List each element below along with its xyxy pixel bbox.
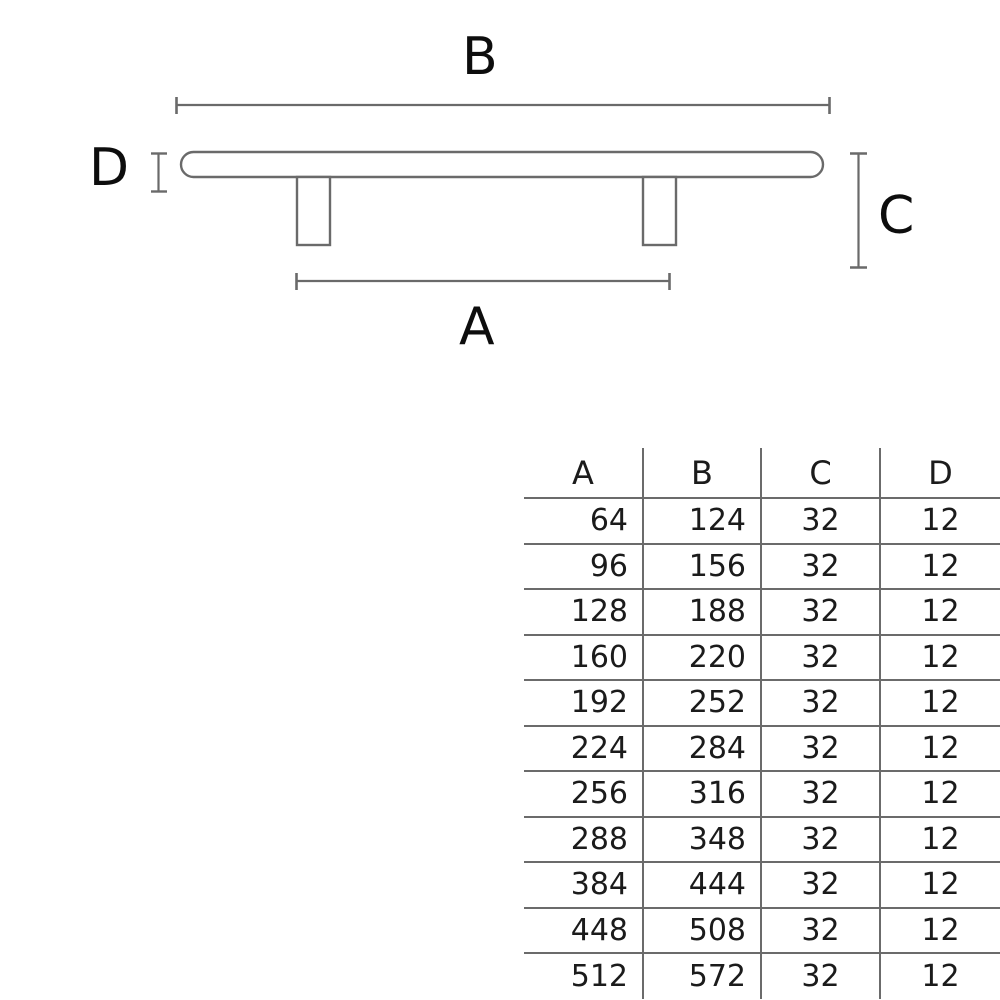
column-header-c: C <box>761 448 881 499</box>
table-cell: 128 <box>524 589 644 636</box>
table-cell: 12 <box>880 907 1000 954</box>
size-chart-head: A B C D <box>524 448 1000 499</box>
table-cell: 124 <box>643 498 762 545</box>
handle-bar-body <box>179 150 825 179</box>
table-cell: 32 <box>761 862 881 909</box>
table-cell: 12 <box>880 543 1000 590</box>
column-header-d: D <box>880 448 1000 499</box>
table-cell: 572 <box>643 953 762 999</box>
table-cell: 32 <box>761 680 881 727</box>
table-cell: 12 <box>880 680 1000 727</box>
handle-post-right-body <box>641 175 678 247</box>
table-header-row: A B C D <box>524 448 1000 499</box>
table-cell: 224 <box>524 725 644 772</box>
table-cell: 32 <box>761 589 881 636</box>
column-header-b: B <box>643 448 762 499</box>
table-cell: 32 <box>761 816 881 863</box>
dimension-label-a: A <box>459 297 495 357</box>
table-cell: 12 <box>880 862 1000 909</box>
table-cell: 32 <box>761 543 881 590</box>
table-cell: 188 <box>643 589 762 636</box>
column-header-a: A <box>524 448 644 499</box>
table-cell: 284 <box>643 725 762 772</box>
table-cell: 12 <box>921 958 960 994</box>
table-cell: 12 <box>880 634 1000 681</box>
table-cell: 12 <box>880 725 1000 772</box>
table-cell: 288 <box>524 816 644 863</box>
dimension-line-b <box>175 97 831 114</box>
dimension-line-d <box>151 152 167 193</box>
handle-post-right <box>641 175 678 247</box>
dimension-line-a <box>295 273 671 290</box>
dimension-label-b: B <box>462 27 498 87</box>
table-cell: 96 <box>524 543 644 590</box>
table-cell: 32 <box>761 953 881 999</box>
table-cell: 32 <box>761 634 881 681</box>
table-cell: 32 <box>761 771 881 818</box>
table-cell: 12 <box>880 771 1000 818</box>
table-cell: 160 <box>524 634 644 681</box>
table-cell: 316 <box>643 771 762 818</box>
table-cell: 348 <box>643 816 762 863</box>
table-cell: 252 <box>643 680 762 727</box>
table-cell: 64 <box>524 498 644 545</box>
table-cell: 192 <box>524 680 644 727</box>
handle-post-left-body <box>295 175 332 247</box>
dimension-line-c <box>850 152 867 269</box>
handle-bar <box>179 150 825 179</box>
dimension-label-d: D <box>89 138 130 198</box>
table-cell: 512 <box>524 953 644 999</box>
table-cell: 444 <box>643 862 762 909</box>
table-cell: 32 <box>761 725 881 772</box>
table-cell: 448 <box>524 907 644 954</box>
table-cell: 384 <box>524 862 644 909</box>
table-cell: 12 <box>880 589 1000 636</box>
table-cell: 12 <box>880 498 1000 545</box>
table-cell: 256 <box>524 771 644 818</box>
handle-technical-drawing: B A C D <box>0 0 1000 420</box>
dimension-label-c: C <box>878 186 915 246</box>
table-cell: 508 <box>643 907 762 954</box>
table-cell: 220 <box>643 634 762 681</box>
handle-drawing-svg <box>151 97 867 290</box>
table-cell: 32 <box>761 498 881 545</box>
handle-post-left <box>295 175 332 247</box>
table-cell: 156 <box>643 543 762 590</box>
table-cell: 12 <box>880 816 1000 863</box>
table-cell: 32 <box>761 907 881 954</box>
